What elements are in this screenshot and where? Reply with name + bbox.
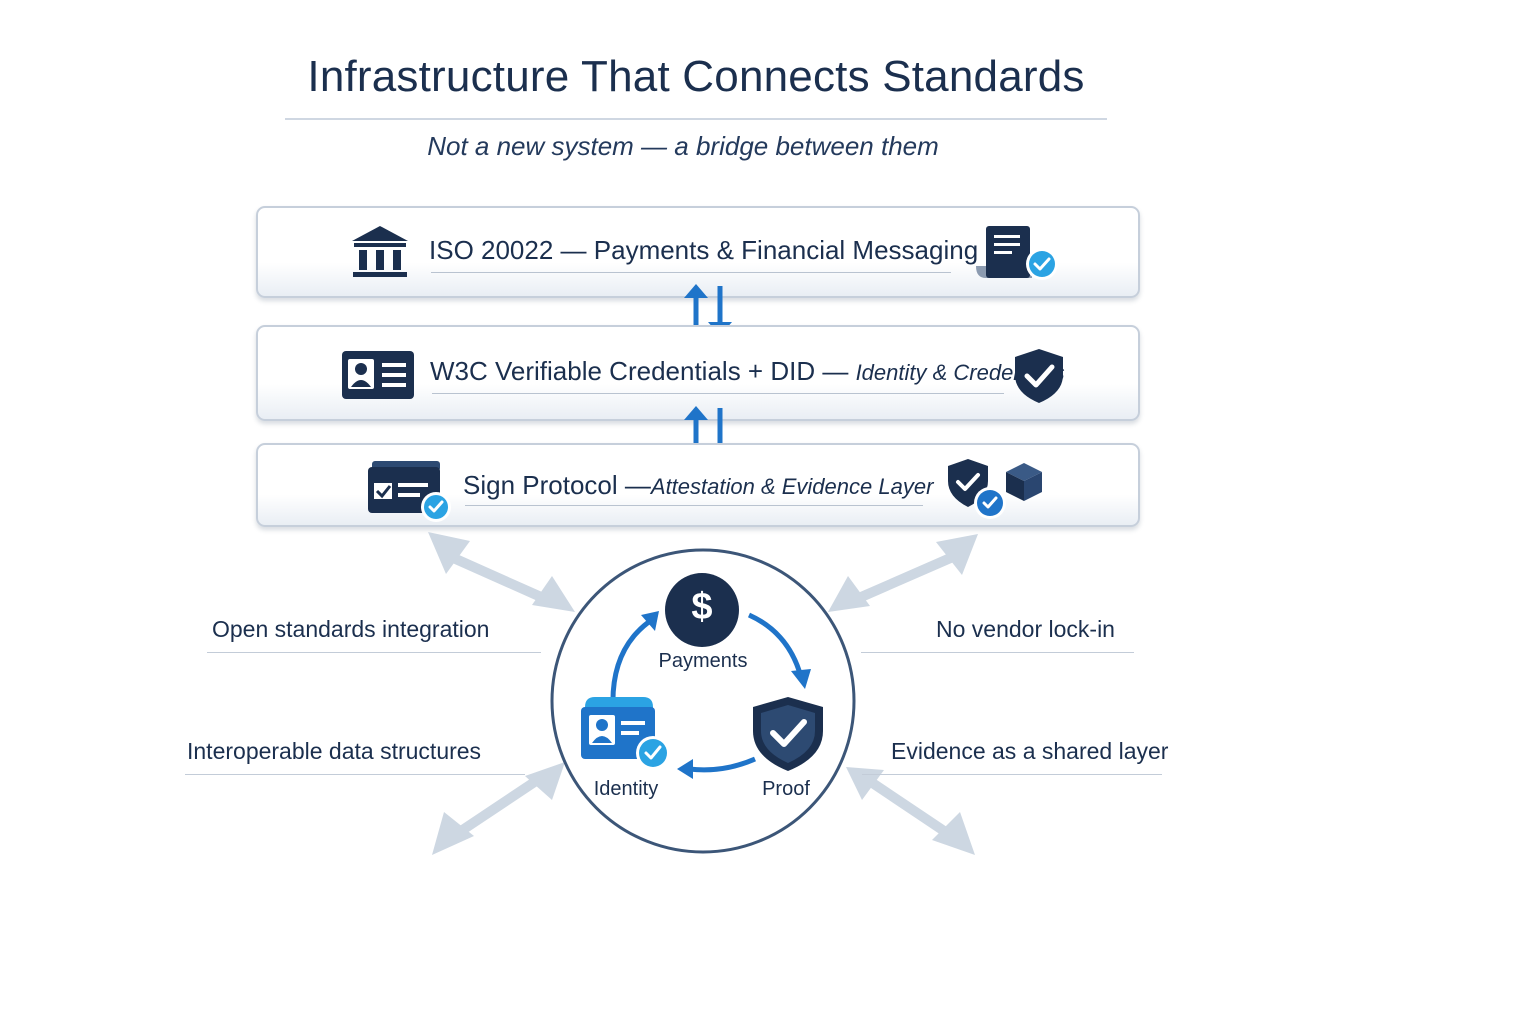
- benefit-no-vendor-lockin: No vendor lock-in: [936, 616, 1115, 642]
- cycle-label-payments: Payments: [658, 650, 748, 672]
- layer-divider: [431, 272, 951, 273]
- benefit-divider: [862, 774, 1162, 775]
- cycle-label-proof: Proof: [762, 778, 810, 800]
- benefit-open-standards: Open standards integration: [212, 616, 490, 642]
- page-title: Infrastructure That Connects Standards: [307, 52, 1085, 101]
- benefit-divider: [861, 652, 1134, 653]
- double-arrow-top-right: [828, 534, 978, 612]
- layer-name: ISO 20022: [429, 235, 554, 265]
- id-card-icon: [340, 349, 416, 401]
- layer-title: ISO 20022 — Payments & Financial Messagi…: [429, 235, 979, 265]
- double-arrow-top-left: [428, 532, 575, 612]
- layer-title: Sign Protocol —Attestation & Evidence La…: [463, 470, 934, 500]
- benefit-divider: [185, 774, 525, 775]
- double-arrow-bottom-right: [846, 767, 975, 855]
- cycle-label-identity: Identity: [593, 778, 659, 800]
- benefit-evidence-shared-layer: Evidence as a shared layer: [891, 738, 1169, 764]
- shield-cube-icon: [944, 457, 1048, 523]
- title-divider: [285, 118, 1107, 120]
- dollar-coin-icon: $: [664, 572, 740, 648]
- layer-name: Sign Protocol: [463, 470, 618, 500]
- benefit-interoperable-data: Interoperable data structures: [187, 738, 482, 764]
- layer-sign-protocol: Sign Protocol —Attestation & Evidence La…: [256, 443, 1140, 527]
- identity-card-icon: [579, 693, 675, 773]
- proof-shield-icon: [749, 695, 827, 773]
- signed-card-icon: [366, 459, 456, 523]
- currency-symbol: $: [691, 586, 713, 628]
- benefit-divider: [207, 652, 541, 653]
- layer-description: Attestation & Evidence Layer: [650, 474, 934, 499]
- layer-name: W3C Verifiable Credentials + DID: [430, 356, 816, 386]
- layer-w3c-vc-did: W3C Verifiable Credentials + DID — Ident…: [256, 325, 1140, 421]
- layer-description: Payments & Financial Messaging: [593, 235, 979, 265]
- layer-divider: [432, 393, 1004, 394]
- double-arrow-bottom-left: [432, 762, 565, 855]
- document-check-icon: [972, 222, 1064, 284]
- shield-check-icon: [1012, 347, 1066, 405]
- bank-icon: [350, 224, 410, 280]
- layer-divider: [465, 505, 923, 506]
- page-subtitle: Not a new system — a bridge between them: [427, 131, 939, 161]
- cycle-diagram: $ Payments Identity Proof: [549, 547, 857, 855]
